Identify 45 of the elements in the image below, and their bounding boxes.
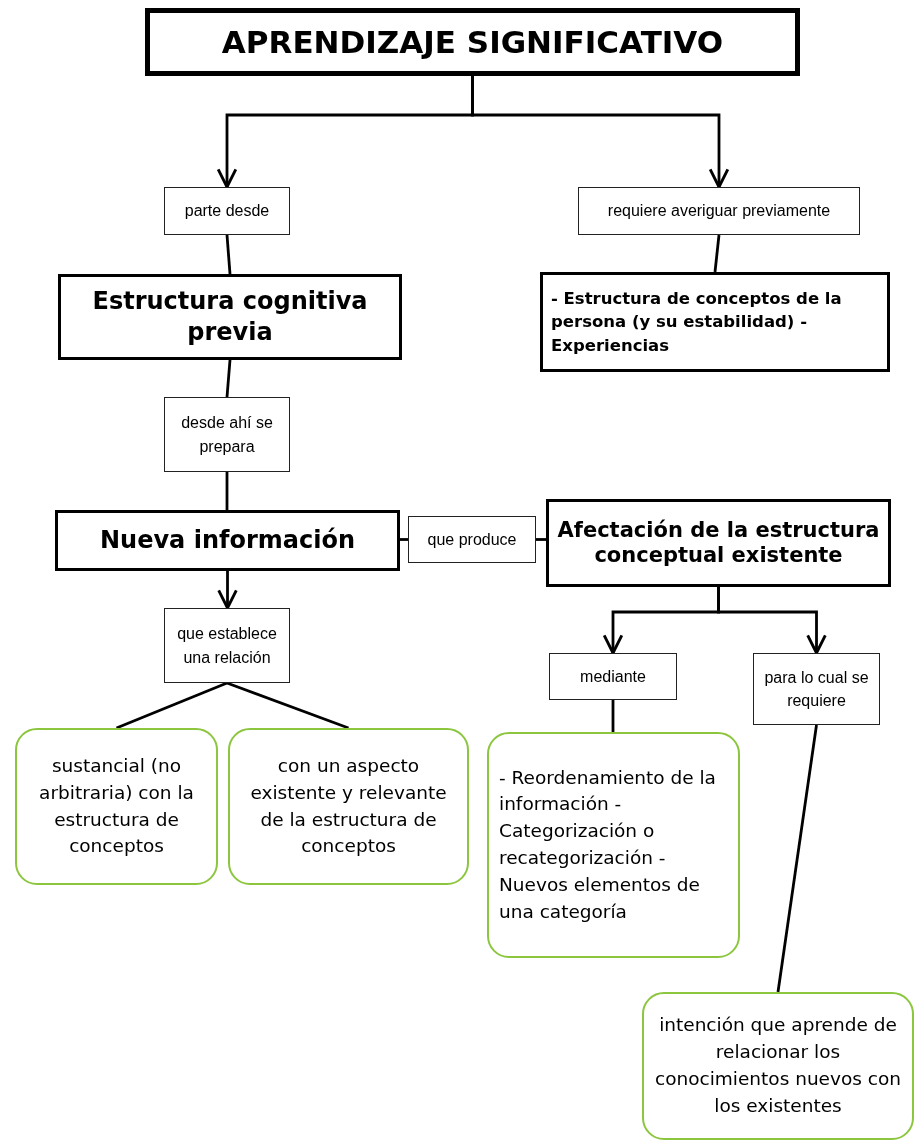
connector-line xyxy=(226,681,349,730)
connector-line xyxy=(611,700,615,732)
linking-phrase-box xyxy=(408,516,536,563)
concept-box xyxy=(55,510,400,571)
connector-line xyxy=(400,538,408,541)
arrow xyxy=(471,76,730,189)
node-text: - Reordenamiento de la información - Categorización o recategorización - Nuevos elementos de una categoría xyxy=(499,765,717,924)
linking-phrase-box xyxy=(164,608,290,683)
node-text: Nueva información xyxy=(100,524,355,556)
node-text: que establece una relación xyxy=(176,624,278,668)
node-text: requiere averiguar previamente xyxy=(607,201,831,222)
concept-box xyxy=(58,274,402,360)
node-text: sustancial (no arbitraria) con la estructura de conceptos xyxy=(38,753,195,859)
concept-card xyxy=(487,732,740,958)
node-text: Afectación de la estructura conceptual existente xyxy=(556,517,881,569)
node-text: que produce xyxy=(427,529,517,550)
linking-phrase-box xyxy=(164,397,290,472)
title-box xyxy=(145,8,800,76)
concept-box xyxy=(546,499,891,587)
node-text: con un aspecto existente y relevante de la estructura de conceptos xyxy=(249,753,448,859)
connector-line xyxy=(225,234,232,275)
connector-line xyxy=(536,538,546,541)
connector-line xyxy=(225,359,232,398)
node-text: Estructura cognitiva previa xyxy=(91,285,369,348)
node-text: mediante xyxy=(580,666,646,687)
connector-line xyxy=(713,234,721,273)
concept-card xyxy=(228,728,469,885)
arrow xyxy=(717,587,827,655)
node-text: para lo cual se requiere xyxy=(763,667,870,711)
concept-card xyxy=(642,992,914,1140)
concept-box xyxy=(540,272,890,372)
connector-line xyxy=(225,472,229,510)
node-text: intención que aprende de relacionar los conocimientos nuevos con los existentes xyxy=(653,1013,902,1118)
connector-line xyxy=(115,681,228,730)
node-text: APRENDIZAJE SIGNIFICATIVO xyxy=(221,22,724,62)
linking-phrase-box xyxy=(753,653,880,725)
arrow xyxy=(217,571,238,610)
node-text: parte desde xyxy=(184,201,270,222)
concept-card xyxy=(15,728,218,885)
node-text: desde ahí se prepara xyxy=(180,413,274,457)
linking-phrase-box xyxy=(578,187,860,235)
node-text: - Estructura de conceptos de la persona (y su estabilidad) - Experiencias xyxy=(551,288,843,357)
linking-phrase-box xyxy=(164,187,290,235)
connector-line xyxy=(776,724,818,993)
linking-phrase-box xyxy=(549,653,677,700)
